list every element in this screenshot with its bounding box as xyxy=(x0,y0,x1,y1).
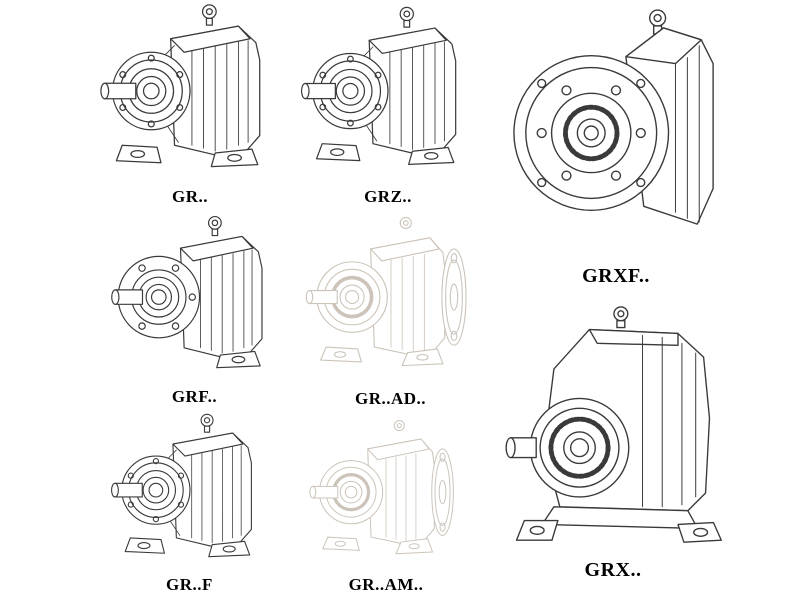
gearbox-drawing-grx xyxy=(494,300,732,556)
gearbox-drawing-gr-f xyxy=(95,410,285,572)
gearbox-drawing-gr-ad xyxy=(291,210,491,386)
figure-gr: GR.. xyxy=(90,0,290,207)
figure-label-grx: GRX.. xyxy=(584,559,642,581)
figure-gr-am: GR..AM.. xyxy=(286,414,486,595)
figure-label-grf: GRF.. xyxy=(171,387,218,406)
figure-label-gr: GR.. xyxy=(172,187,208,206)
figure-grxf: GRXF.. xyxy=(505,0,727,288)
figure-label-gr-f: GR..F xyxy=(166,575,213,594)
figure-grx: GRX.. xyxy=(492,300,734,582)
figure-label-grxf: GRXF.. xyxy=(582,265,650,287)
figure-grz: GRZ.. xyxy=(293,0,483,207)
gearbox-drawing-grxf xyxy=(507,0,725,262)
gearbox-drawing-gr xyxy=(92,0,288,184)
gearbox-drawing-grz xyxy=(294,0,482,184)
gearbox-drawing-gr-am xyxy=(289,414,483,572)
figure-label-gr-am: GR..AM.. xyxy=(348,575,424,594)
figure-label-gr-ad: GR..AD.. xyxy=(354,389,427,408)
figure-grf: GRF.. xyxy=(92,212,297,407)
figure-label-grz: GRZ.. xyxy=(364,187,412,206)
figure-gr-ad: GR..AD.. xyxy=(288,210,493,409)
gearbox-drawing-grf xyxy=(96,212,294,384)
figure-gr-f: GR..F xyxy=(92,410,287,595)
